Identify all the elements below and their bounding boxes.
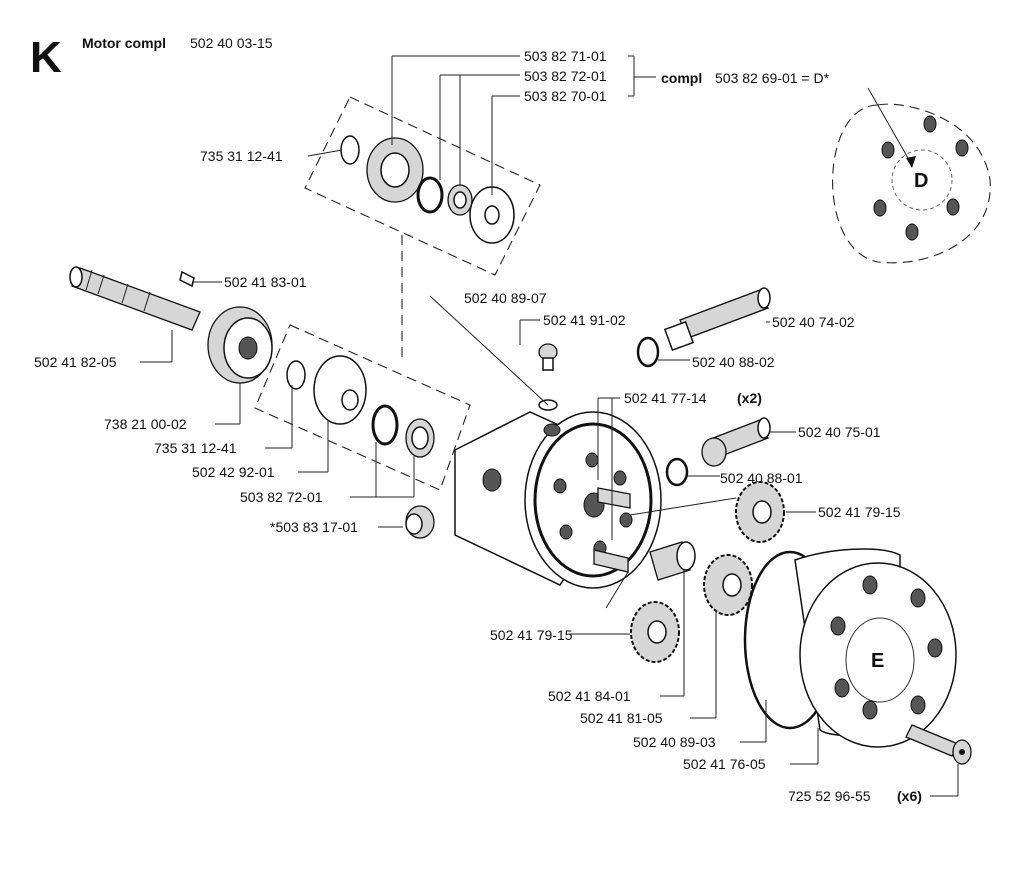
label-503-83-17-01: *503 83 17-01 <box>270 519 358 535</box>
bushing <box>649 541 696 581</box>
label-x2: (x2) <box>737 390 762 406</box>
motor-body <box>454 411 662 589</box>
label-503-82-72-01-top: 503 82 72-01 <box>524 68 607 84</box>
seal-top-bore <box>453 191 467 209</box>
fitting-lower <box>701 417 771 467</box>
drive-shaft <box>69 266 201 331</box>
label-x6: (x6) <box>897 788 922 804</box>
relief-valve <box>538 343 558 411</box>
label-735-31-12-41-top: 735 31 12-41 <box>200 148 283 164</box>
housing-d <box>832 87 991 264</box>
label-738-21-00-02: 738 21 00-02 <box>104 416 187 432</box>
label-502-41-91-02: 502 41 91-02 <box>543 312 626 328</box>
kit-box-top <box>304 96 541 276</box>
callout-e: E <box>871 650 884 672</box>
label-502-40-74-02: 502 40 74-02 <box>772 314 855 330</box>
gear-middle <box>703 554 753 616</box>
label-502-41-76-05: 502 41 76-05 <box>683 756 766 772</box>
label-502-41-82-05: 502 41 82-05 <box>34 354 117 370</box>
label-502-41-79-15-left: 502 41 79-15 <box>490 627 573 643</box>
gear-left <box>630 601 680 663</box>
label-502-40-89-07: 502 40 89-07 <box>464 290 547 306</box>
oring-top <box>416 176 444 214</box>
section-letter: K <box>30 33 62 82</box>
oring-lower <box>665 457 689 487</box>
label-502-40-88-02: 502 40 88-02 <box>692 354 775 370</box>
label-502-40-75-01: 502 40 75-01 <box>798 424 881 440</box>
label-503-82-71-01: 503 82 71-01 <box>524 48 607 64</box>
seal-housing-bore <box>380 152 410 188</box>
label-502-41-81-05: 502 41 81-05 <box>580 710 663 726</box>
title-bold: Motor compl <box>82 35 166 51</box>
plug <box>405 505 435 539</box>
label-compl-number: 503 82 69-01 = D* <box>715 70 830 86</box>
label-502-41-83-01: 502 41 83-01 <box>224 274 307 290</box>
label-502-41-77-14: 502 41 77-14 <box>624 390 707 406</box>
seal-kit-top <box>304 96 541 276</box>
label-502-40-89-03: 502 40 89-03 <box>633 734 716 750</box>
fitting-upper <box>663 287 771 352</box>
screw <box>905 724 972 765</box>
label-502-42-92-01: 502 42 92-01 <box>192 464 275 480</box>
cover-e <box>743 548 957 748</box>
kit-box-lower <box>254 324 471 491</box>
label-compl-bold: compl <box>661 70 702 86</box>
seal-kit-lower <box>254 324 471 491</box>
gear-right <box>735 481 785 543</box>
label-502-41-79-15-right: 502 41 79-15 <box>818 504 901 520</box>
top-label-bracket <box>391 55 656 195</box>
bearing <box>207 306 273 384</box>
circlip-top <box>340 135 360 165</box>
washer-top-bore <box>484 205 500 225</box>
label-735-31-12-41-low: 735 31 12-41 <box>154 440 237 456</box>
title-number: 502 40 03-15 <box>190 35 273 51</box>
oring-upper <box>636 336 660 368</box>
callout-d: D <box>914 170 928 192</box>
label-503-82-70-01: 503 82 70-01 <box>524 88 607 104</box>
label-502-40-88-01: 502 40 88-01 <box>720 470 803 486</box>
label-502-41-84-01: 502 41 84-01 <box>548 688 631 704</box>
label-503-82-72-01-low: 503 82 72-01 <box>240 489 323 505</box>
label-725-52-96-55: 725 52 96-55 <box>788 788 871 804</box>
